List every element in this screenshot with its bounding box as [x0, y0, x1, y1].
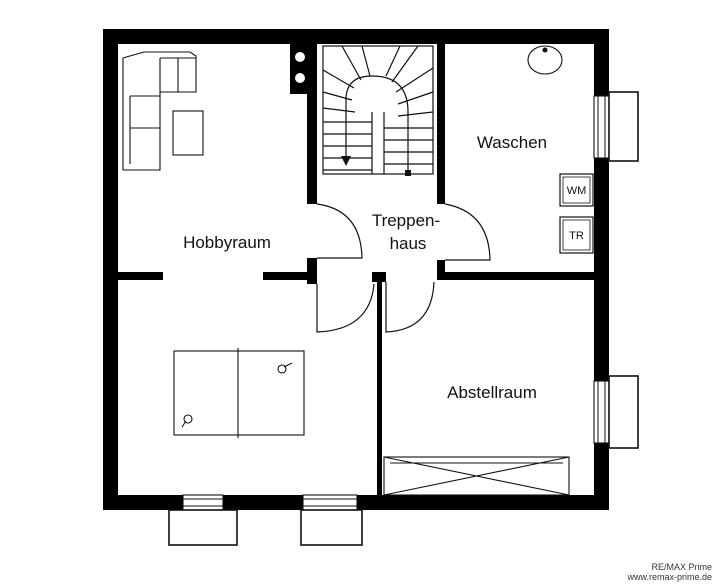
table-tennis-table: [173, 348, 305, 438]
room-label-hobbyraum: Hobbyraum: [183, 233, 271, 252]
storage-shelf: [383, 456, 570, 496]
watermark-url: www.remax-prime.de: [626, 572, 712, 582]
window-bottom-left: [168, 494, 238, 546]
stair-start-marker: [405, 170, 411, 176]
dryer: TR: [559, 216, 594, 254]
window-bottom-right: [300, 494, 363, 546]
dryer-label: TR: [569, 230, 584, 242]
chimney: [290, 44, 310, 94]
watermark-brand: RE/MAX Prime: [651, 562, 712, 572]
doors: [316, 203, 491, 333]
washer-label: WM: [567, 185, 587, 197]
room-label-treppenhaus-line2: haus: [390, 234, 427, 253]
washbasin: [527, 45, 563, 75]
coffee-table: [172, 110, 204, 156]
outer-walls: [103, 29, 609, 510]
room-label-abstellraum: Abstellraum: [447, 383, 537, 402]
room-label-waschen: Waschen: [477, 133, 547, 152]
window-storage: [593, 375, 639, 449]
sofa: [122, 51, 197, 171]
room-label-treppenhaus-line1: Treppen-: [372, 211, 440, 230]
window-washroom: [593, 91, 639, 162]
interior-walls: [118, 44, 594, 495]
staircase: [322, 45, 434, 175]
washing-machine: WM: [559, 173, 594, 207]
stair-arrow-icon: [341, 156, 351, 166]
